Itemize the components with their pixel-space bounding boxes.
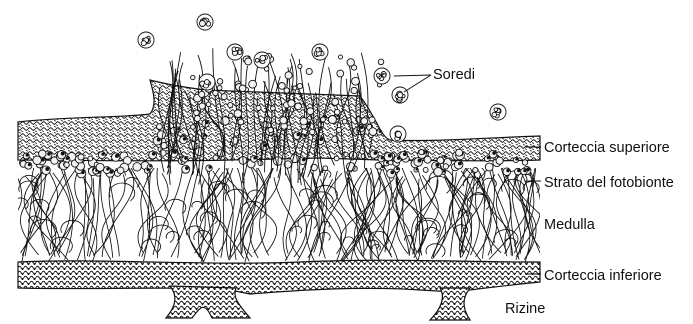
rhizine-right bbox=[430, 288, 470, 320]
label-soredi: Soredi bbox=[433, 67, 475, 83]
label-corteccia-superiore: Corteccia superiore bbox=[544, 140, 670, 156]
label-medulla: Medulla bbox=[544, 217, 596, 233]
label-strato-del-fotobionte: Strato del fotobionte bbox=[544, 175, 674, 191]
label-corteccia-inferiore: Corteccia inferiore bbox=[544, 268, 662, 284]
label-rizine: Rizine bbox=[505, 301, 545, 317]
